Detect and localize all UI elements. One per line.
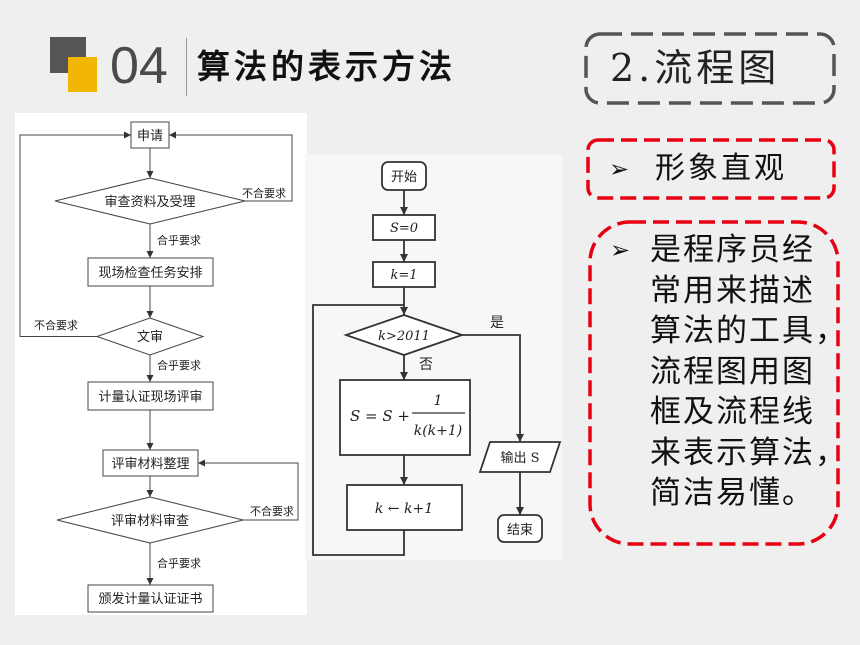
reject-label: 不合要求 — [250, 504, 294, 518]
point-2-text-block: 是程序员经 常用来描述 算法的工具， 流程图用图 框及流程线 来表示算法， 简洁… — [650, 230, 855, 514]
algorithm-flowchart: 开始 S=0 k=1 k>2011 是 否 S = S + 1 k(k+1) k… — [312, 161, 562, 556]
node-issue-certificate-label: 颁发计量认证证书 — [98, 591, 202, 607]
pass-label: 合乎要求 — [157, 233, 201, 247]
node-init-k-label: k=1 — [390, 268, 417, 283]
node-organize-materials-label: 评审材料整理 — [111, 457, 189, 472]
decision-check-documents-label: 审查资料及受理 — [104, 195, 195, 210]
point-2-line: 简洁易懂。 — [650, 475, 815, 511]
node-init-s — [372, 214, 436, 241]
node-onsite-assessment — [87, 381, 214, 411]
node-onsite-assessment-label: 计量认证现场评审 — [98, 390, 202, 405]
node-increment-k — [346, 484, 463, 531]
section-title: 算法的表示方法 — [197, 47, 456, 86]
decision-document-review — [95, 317, 205, 356]
feedback-arrow-2 — [19, 131, 131, 337]
section-number: 04 — [110, 37, 168, 95]
pass-label: 合乎要求 — [157, 556, 201, 570]
reject-label: 不合要求 — [34, 318, 78, 332]
algorithm-flowchart-panel: 开始 S=0 k=1 k>2011 是 否 S = S + 1 k(k+1) k… — [305, 155, 562, 560]
no-label: 否 — [419, 357, 433, 373]
node-inspection-plan-label: 现场检查任务安排 — [98, 265, 202, 281]
point-2-line: 来表示算法， — [650, 434, 848, 471]
update-s-lhs: S = S + — [350, 407, 410, 425]
decision-document-review-label: 文审 — [137, 330, 163, 345]
subsection-label: 2.流程图 — [610, 46, 781, 90]
feedback-arrow-1 — [169, 131, 293, 202]
header-yellow-square — [68, 57, 97, 92]
node-inspection-plan — [87, 257, 214, 287]
update-s-denominator: k(k+1) — [414, 423, 463, 439]
node-output-label: 输出 S — [500, 450, 539, 466]
node-increment-k-label: k ← k+1 — [375, 501, 433, 517]
certification-flowchart: 申请 审查资料及受理 现场检查任务安排 文审 计量认证现场评审 评审材料整理 评… — [19, 121, 299, 613]
update-s-numerator: 1 — [434, 393, 443, 409]
subsection-dashed-frame — [584, 32, 836, 105]
point-1-bullet-icon: ➢ — [609, 155, 630, 183]
decision-condition — [343, 314, 465, 356]
node-output — [478, 441, 562, 473]
node-end-label: 结束 — [507, 523, 533, 538]
pass-label: 合乎要求 — [157, 358, 201, 372]
point-2-line: 框及流程线 — [650, 394, 815, 430]
node-organize-materials — [102, 449, 199, 477]
decision-review-materials — [56, 496, 244, 544]
point-2-line: 算法的工具， — [650, 313, 848, 349]
node-apply — [130, 121, 170, 149]
node-init-k — [372, 261, 436, 288]
arrow-yes-to-output — [462, 334, 524, 442]
header-divider — [186, 38, 187, 96]
point-2-line: 是程序员经 — [650, 232, 815, 268]
reject-label: 不合要求 — [242, 186, 286, 200]
node-update-s — [339, 379, 471, 456]
node-apply-label: 申请 — [137, 129, 163, 144]
point-2-line: 流程图用图 — [650, 353, 815, 390]
feedback-arrow-3 — [198, 459, 299, 521]
point-1-dashed-frame — [586, 138, 836, 200]
node-start — [381, 161, 427, 191]
point-1-text: 形象直观 — [655, 151, 787, 186]
yes-label: 是 — [490, 315, 504, 331]
node-start-label: 开始 — [391, 170, 417, 185]
node-init-s-label: S=0 — [390, 221, 418, 236]
point-2-bullet-icon: ➢ — [610, 236, 631, 264]
point-2-dashed-frame — [588, 220, 840, 546]
node-end — [497, 514, 543, 543]
loop-back-line — [312, 304, 405, 556]
decision-condition-label: k>2011 — [378, 329, 430, 344]
node-issue-certificate — [87, 584, 214, 613]
point-2-line: 常用来描述 — [650, 272, 815, 309]
decision-review-materials-label: 评审材料审查 — [111, 514, 189, 529]
decision-check-documents — [54, 177, 246, 225]
certification-flowchart-panel: 申请 审查资料及受理 现场检查任务安排 文审 计量认证现场评审 评审材料整理 评… — [15, 113, 307, 615]
